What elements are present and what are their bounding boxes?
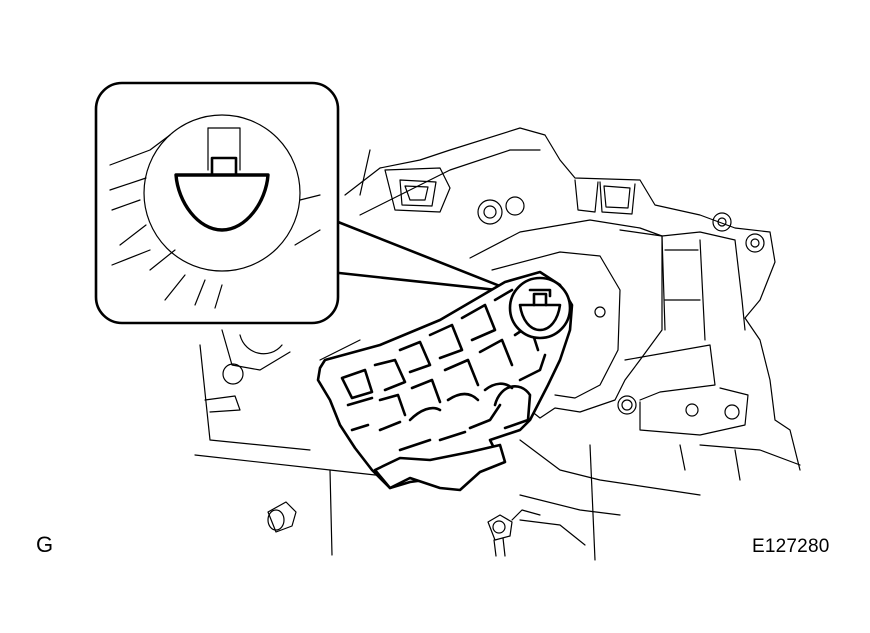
view-letter-label: G bbox=[36, 532, 54, 557]
removed-bracket bbox=[316, 270, 574, 492]
background-assembly bbox=[194, 127, 801, 561]
detail-callout bbox=[94, 81, 517, 325]
reference-code-label: E127280 bbox=[752, 536, 830, 557]
